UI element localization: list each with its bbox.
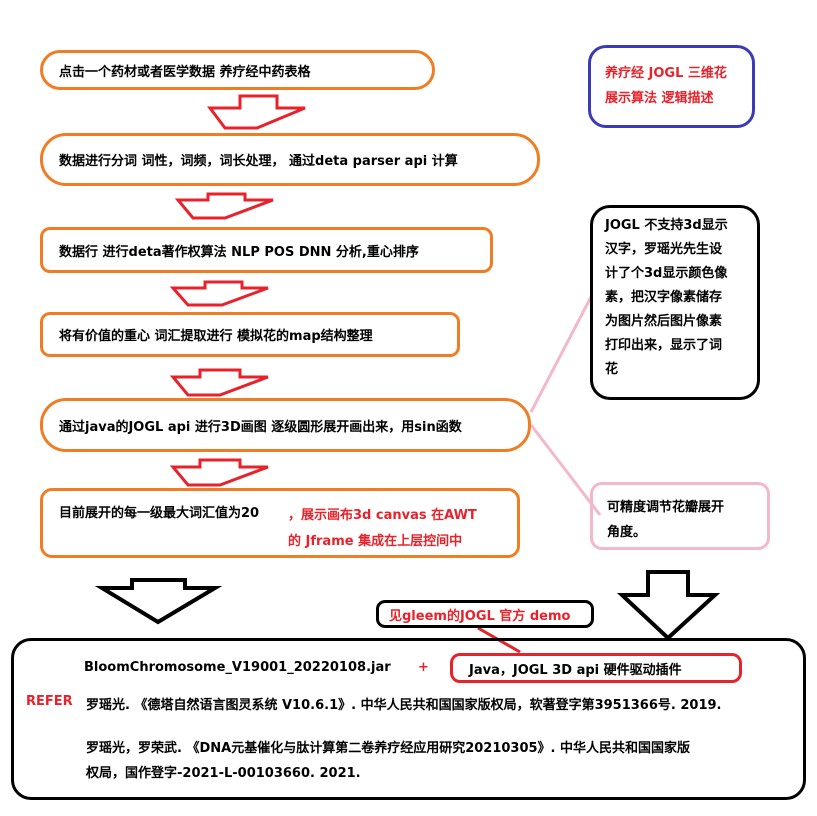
title-line-1: 养疗经 JOGL 三维花: [605, 66, 727, 81]
driver-text: Java，JOGL 3D api 硬件驱动插件: [469, 662, 682, 678]
pink-connector-2: [529, 424, 602, 516]
angle-note-line-1: 可精度调节花瓣展开: [607, 500, 725, 515]
title-box: 养疗经 JOGL 三维花 展示算法 逻辑描述: [588, 45, 755, 128]
step-6-text: 目前展开的每一级最大词汇值为20: [59, 506, 260, 521]
title-line-2: 展示算法 逻辑描述: [605, 91, 714, 106]
red-arrow-3: [169, 280, 269, 307]
black-arrow-right: [616, 570, 721, 641]
step-4-text: 将有价值的重心 词汇提取进行 模拟花的map结构整理: [59, 329, 373, 344]
angle-note-box: 可精度调节花瓣展开 角度。: [590, 482, 770, 550]
jogl-note-box: JOGL 不支持3d显示 汉字，罗瑶光先生设 计了个3d显示颜色像 素，把汉字像…: [590, 205, 760, 400]
red-arrow-4: [169, 368, 269, 397]
red-arrow-2: [174, 192, 274, 220]
jar-filename: BloomChromosome_V19001_20220108.jar: [84, 660, 391, 675]
red-arrow-5: [169, 458, 269, 487]
step-4-box: 将有价值的重心 词汇提取进行 模拟花的map结构整理: [40, 312, 460, 357]
step-5-text: 通过java的JOGL api 进行3D画图 逐级圆形展开画出来，用sin函数: [59, 419, 462, 435]
reference-2-line-2: 权局，国作登字-2021-L-00103660. 2021.: [86, 766, 361, 781]
step-2-box: 数据进行分词 词性，词频，词长处理， 通过deta parser api 计算: [40, 133, 540, 186]
jogl-note-line-5: 为图片然后图片像素: [605, 314, 723, 329]
black-arrow-left: [94, 578, 223, 625]
step-5-box: 通过java的JOGL api 进行3D画图 逐级圆形展开画出来，用sin函数: [40, 398, 531, 452]
reference-2-line-1: 罗瑶光，罗荣武. 《DNA元基催化与肽计算第二卷养疗经应用研究20210305》…: [86, 741, 691, 756]
jogl-note-line-7: 花: [605, 362, 619, 377]
jogl-note-line-2: 汉字，罗瑶光先生设: [605, 242, 723, 257]
step-1-box: 点击一个药材或者医学数据 养疗经中药表格: [40, 50, 435, 90]
step-3-text: 数据行 进行deta著作权算法 NLP POS DNN 分析,重心排序: [59, 244, 419, 260]
jogl-note-line-6: 打印出来，显示了词: [605, 338, 723, 353]
pink-connector-1: [529, 294, 594, 413]
driver-box: Java，JOGL 3D api 硬件驱动插件: [450, 653, 742, 683]
step-6-red-line-2: 的 Jframe 集成在上层控间中: [288, 534, 463, 549]
red-arrow-1: [207, 94, 306, 130]
jogl-note-line-4: 素，把汉字像素储存: [605, 290, 723, 305]
jogl-note-line-3: 计了个3d显示颜色像: [605, 266, 728, 281]
plus-sign: +: [418, 660, 429, 675]
step-2-text: 数据进行分词 词性，词频，词长处理， 通过deta parser api 计算: [59, 154, 458, 169]
step-6-box: 目前展开的每一级最大词汇值为20 ，展示画布3d canvas 在AWT 的 J…: [40, 488, 520, 558]
bottom-box: BloomChromosome_V19001_20220108.jar + Ja…: [11, 638, 806, 800]
reference-1: 罗瑶光. 《德塔自然语言图灵系统 V10.6.1》. 中华人民共和国国家版权局，…: [86, 698, 722, 713]
demo-label-text: 见gleem的JOGL 官方 demo: [389, 608, 571, 624]
step-1-text: 点击一个药材或者医学数据 养疗经中药表格: [59, 64, 311, 80]
angle-note-line-2: 角度。: [607, 525, 647, 540]
step-6-red-line-1: ，展示画布3d canvas 在AWT: [288, 508, 477, 523]
step-3-box: 数据行 进行deta著作权算法 NLP POS DNN 分析,重心排序: [40, 227, 493, 273]
refer-label: REFER: [26, 694, 73, 709]
demo-label-box: 见gleem的JOGL 官方 demo: [376, 600, 594, 628]
jogl-note-line-1: JOGL 不支持3d显示: [605, 218, 728, 233]
